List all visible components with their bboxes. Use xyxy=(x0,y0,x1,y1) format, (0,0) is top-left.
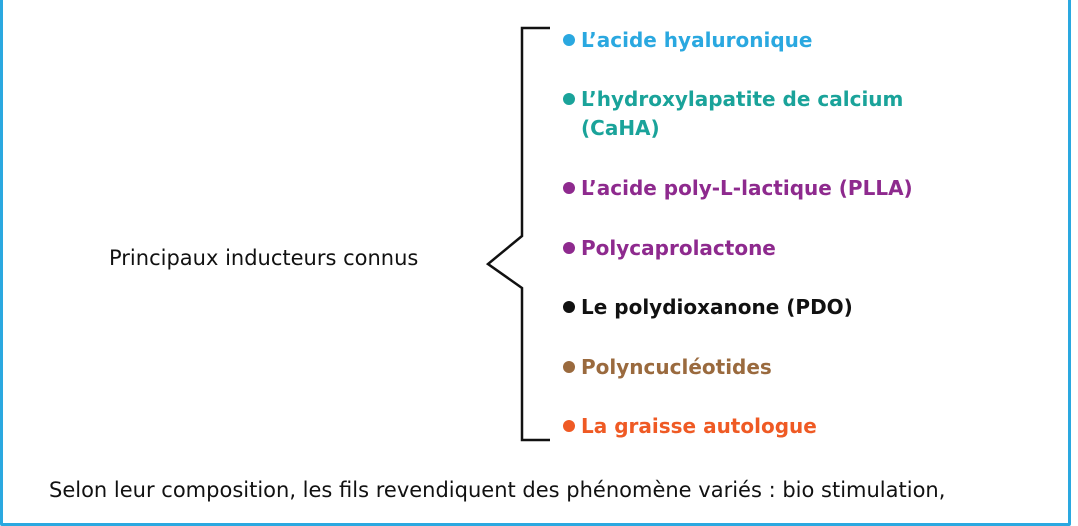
item-text: Le polydioxanone (PDO) xyxy=(581,295,853,319)
bullet-dot-icon xyxy=(563,93,575,105)
list-item-3: Polycaprolactone xyxy=(563,234,776,263)
list-item-6: La graisse autologue xyxy=(563,412,817,441)
list-item-2: L’acide poly-L-lactique (PLLA) xyxy=(563,174,913,203)
footer-text: Selon leur composition, les fils revendi… xyxy=(49,478,946,502)
item-text: L’acide poly-L-lactique (PLLA) xyxy=(581,176,913,200)
list-item-5: Polyncucléotides xyxy=(563,353,772,382)
bullet-dot-icon xyxy=(563,361,575,373)
item-text: Polycaprolactone xyxy=(581,236,776,260)
list-item-1: L’hydroxylapatite de calcium (CaHA) xyxy=(563,85,903,143)
item-text: L’acide hyaluronique xyxy=(581,28,813,52)
item-text: Polyncucléotides xyxy=(581,355,772,379)
bullet-dot-icon xyxy=(563,420,575,432)
bullet-dot-icon xyxy=(563,301,575,313)
bullet-dot-icon xyxy=(563,182,575,194)
bracket-connector xyxy=(485,26,550,442)
list-item-4: Le polydioxanone (PDO) xyxy=(563,293,853,322)
bullet-dot-icon xyxy=(563,34,575,46)
root-label: Principaux inducteurs connus xyxy=(109,246,419,270)
item-text: L’hydroxylapatite de calcium xyxy=(581,87,904,111)
item-text: La graisse autologue xyxy=(581,414,817,438)
bullet-dot-icon xyxy=(563,242,575,254)
item-text-continued: (CaHA) xyxy=(581,116,660,140)
list-item-0: L’acide hyaluronique xyxy=(563,26,812,55)
